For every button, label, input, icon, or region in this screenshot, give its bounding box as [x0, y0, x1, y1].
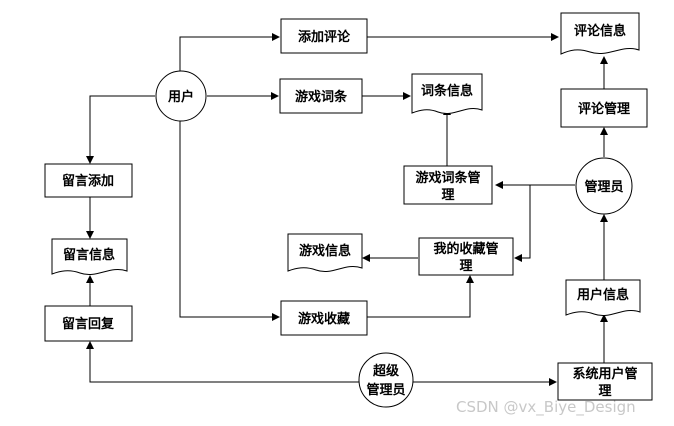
game-info-doc: 游戏信息 — [287, 233, 363, 272]
msg-info-label: 留言信息 — [63, 247, 115, 263]
edge-super-admin-msg-reply — [86, 341, 360, 383]
add-comment-box: 添加评论 — [280, 18, 368, 54]
user-node: 用户 — [155, 70, 207, 122]
msg-info-doc: 留言信息 — [51, 238, 128, 275]
admin-node: 管理员 — [575, 157, 633, 215]
edges — [86, 33, 608, 386]
edge-user-msg-add — [86, 95, 155, 164]
term-manage-label-line1: 游戏词条管 — [415, 170, 480, 186]
game-terms-label: 游戏词条 — [295, 89, 348, 105]
sys-user-manage-label-line2: 理 — [598, 384, 611, 399]
sys-user-manage-label-line1: 系统用户管 — [572, 366, 637, 382]
super-admin-label-line1: 超级 — [373, 363, 400, 379]
user-info-label: 用户信息 — [576, 287, 629, 303]
edge-user-game-fav — [179, 121, 280, 321]
edge-admin-fav-manage — [514, 184, 575, 262]
msg-add-label: 留言添加 — [62, 173, 114, 189]
admin-label: 管理员 — [584, 179, 623, 195]
term-info-label: 词条信息 — [421, 83, 473, 99]
edge-user-add-comment — [179, 33, 280, 72]
game-info-label: 游戏信息 — [299, 243, 351, 259]
comment-info-doc: 评论信息 — [560, 12, 640, 55]
msg-reply-box: 留言回复 — [44, 305, 133, 342]
user-info-doc: 用户信息 — [565, 279, 641, 316]
user-label: 用户 — [167, 89, 194, 105]
watermark: CSDN @vx_Biye_Design — [456, 398, 636, 417]
fav-manage-box: 我的收藏管 理 — [418, 237, 514, 276]
term-manage-label-line2: 理 — [441, 188, 454, 203]
super-admin-node: 超级 管理员 — [358, 352, 414, 408]
term-info-doc: 词条信息 — [411, 73, 483, 114]
game-fav-label: 游戏收藏 — [298, 311, 350, 327]
game-terms-box: 游戏词条 — [279, 78, 363, 114]
game-fav-box: 游戏收藏 — [280, 300, 368, 336]
add-comment-label: 添加评论 — [298, 29, 351, 45]
fav-manage-label-line1: 我的收藏管 — [433, 241, 498, 257]
comment-info-label: 评论信息 — [574, 23, 626, 39]
fav-manage-label-line2: 理 — [459, 259, 472, 274]
sys-user-manage-box: 系统用户管 理 — [557, 362, 653, 401]
term-manage-box: 游戏词条管 理 — [403, 165, 493, 205]
msg-add-box: 留言添加 — [44, 163, 133, 198]
super-admin-label-line2: 管理员 — [366, 382, 405, 398]
comment-manage-box: 评论管理 — [560, 88, 648, 128]
comment-manage-label: 评论管理 — [578, 101, 630, 117]
edge-game-fav-fav-manage — [367, 275, 474, 318]
msg-reply-label: 留言回复 — [62, 316, 115, 332]
